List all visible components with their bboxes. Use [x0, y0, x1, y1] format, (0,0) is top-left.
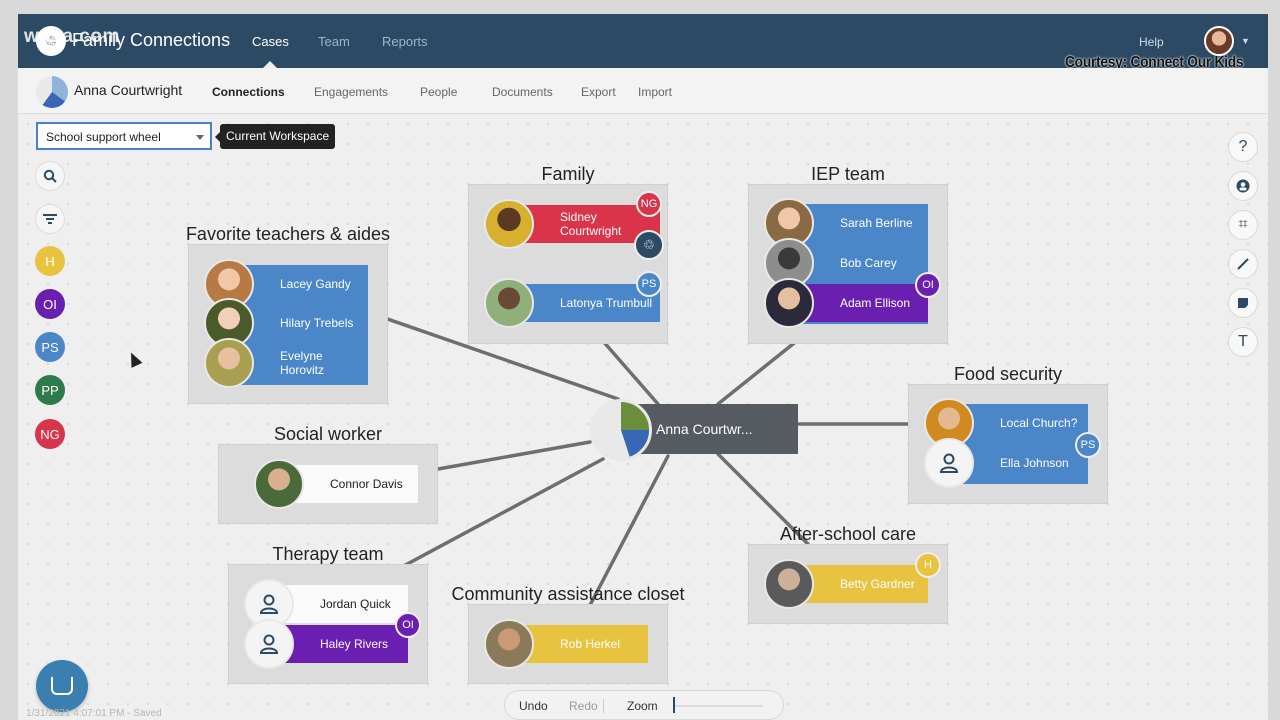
nav-cases[interactable]: Cases — [252, 34, 289, 49]
tag-badge-oi: OI — [915, 272, 941, 298]
zoom-slider[interactable] — [673, 705, 763, 707]
redo-button[interactable]: Redo — [569, 699, 598, 713]
chat-icon — [51, 677, 73, 695]
tag-badge-oi: OI — [395, 612, 421, 638]
tag-filter-pp[interactable]: PP — [35, 375, 65, 405]
person-name: Adam Ellison — [840, 296, 911, 310]
chevron-down-icon[interactable]: ▼ — [1241, 36, 1250, 46]
tag-badge-h: H — [915, 552, 941, 578]
group-title-after-school-care: After-school care — [779, 524, 917, 544]
note-icon[interactable] — [1228, 288, 1258, 318]
case-person-name: Anna Courtwright — [74, 82, 183, 98]
tag-badge-ng: NG — [636, 191, 662, 217]
nav-team[interactable]: Team — [318, 34, 350, 49]
text-icon[interactable]: T — [1228, 327, 1258, 357]
center-person-node[interactable]: Anna Courtwr... — [638, 404, 798, 454]
person-name: Jordan Quick — [320, 597, 391, 611]
help-link[interactable]: Help — [1139, 35, 1164, 49]
group-title-favorite-teachers: Favorite teachers & aides — [185, 224, 391, 244]
person-name: Betty Gardner — [840, 577, 915, 591]
tab-import[interactable]: Import — [638, 85, 673, 99]
tag-badge-ps: PS — [636, 271, 662, 297]
zoom-slider-handle[interactable] — [673, 697, 675, 713]
tab-people[interactable]: People — [420, 85, 458, 99]
person-name: Sidney Courtwright — [560, 210, 622, 238]
center-person-name: Anna Courtwr... — [656, 421, 753, 437]
avatar-placeholder-icon — [244, 619, 294, 669]
tag-filter-h[interactable]: H — [35, 246, 65, 276]
group-title-community-closet: Community assistance closet — [451, 584, 685, 604]
avatar-placeholder-icon — [924, 438, 974, 488]
tag-filter-oi[interactable]: OI — [35, 289, 65, 319]
courtesy-caption: Courtesy: Connect Our Kids — [1065, 54, 1244, 71]
chat-button[interactable] — [36, 660, 88, 712]
search-icon[interactable] — [35, 161, 65, 191]
avatar — [484, 619, 534, 669]
canvas-controls: Undo Redo Zoom — [504, 690, 784, 720]
group-title-family: Family — [541, 164, 595, 184]
case-subheader: Anna Courtwright Connections Engagements… — [18, 68, 1268, 114]
person-icon[interactable] — [1228, 171, 1258, 201]
person-name: Lacey Gandy — [280, 277, 351, 291]
avatar — [254, 459, 304, 509]
app-name[interactable]: Family Connections — [72, 30, 231, 50]
workspace-select-value: School support wheel — [46, 130, 161, 144]
person-card-rob[interactable]: Rob Herkel — [508, 625, 648, 663]
group-title-food-security: Food security — [953, 364, 1063, 384]
case-person-avatar — [36, 76, 68, 108]
person-name: Rob Herkel — [560, 637, 621, 651]
user-avatar[interactable] — [1204, 26, 1234, 56]
filter-icon[interactable] — [35, 204, 65, 234]
avatar — [484, 278, 534, 328]
person-card-evelyne[interactable]: Evelyne Horovitz — [228, 344, 368, 382]
save-status: 1/31/2021 4:07:01 PM - Saved — [26, 708, 162, 719]
person-name: Sarah Berline — [840, 216, 913, 230]
person-name: Haley Rivers — [320, 637, 389, 651]
person-name: Bob Carey — [840, 256, 897, 270]
nav-reports[interactable]: Reports — [382, 34, 428, 49]
workspace-select[interactable]: School support wheel — [36, 122, 212, 150]
undo-button[interactable]: Undo — [519, 699, 548, 713]
tag-badge-ps: PS — [1075, 432, 1101, 458]
avatar — [204, 338, 254, 388]
tab-documents[interactable]: Documents — [492, 85, 553, 99]
group-title-iep-team: IEP team — [811, 164, 885, 184]
person-name: Evelyne Horovitz — [280, 349, 325, 377]
avatar — [484, 199, 534, 249]
tab-connections[interactable]: Connections — [212, 85, 285, 99]
group-title-social-worker: Social worker — [273, 424, 383, 444]
group-title-therapy-team: Therapy team — [272, 544, 384, 564]
person-name: Ella Johnson — [1000, 456, 1069, 470]
top-navigation-bar: ♲ wusa.com Family Connections Cases Team… — [18, 14, 1268, 68]
tab-export[interactable]: Export — [581, 85, 616, 99]
app-window: ♲ wusa.com Family Connections Cases Team… — [18, 14, 1268, 720]
active-nav-indicator — [263, 61, 277, 68]
tag-filter-ps[interactable]: PS — [35, 332, 65, 362]
tab-engagements[interactable]: Engagements — [314, 85, 389, 99]
chevron-down-icon — [196, 135, 204, 140]
person-card-betty[interactable]: Betty Gardner — [788, 565, 928, 603]
person-name: Connor Davis — [330, 477, 403, 491]
focus-icon[interactable]: ⌗ — [1228, 210, 1258, 240]
person-name: Latonya Trumbull — [560, 296, 653, 310]
divider — [603, 699, 604, 713]
avatar — [764, 278, 814, 328]
line-icon[interactable] — [1228, 249, 1258, 279]
person-name: Local Church? — [1000, 416, 1078, 430]
family-connection-icon[interactable]: ♲ — [634, 230, 664, 260]
avatar — [764, 559, 814, 609]
person-name: Hilary Trebels — [280, 316, 354, 330]
workspace-tooltip: Current Workspace — [214, 124, 336, 149]
tag-filter-ng[interactable]: NG — [35, 419, 65, 449]
help-icon[interactable]: ? — [1228, 132, 1258, 162]
zoom-label: Zoom — [627, 699, 658, 713]
person-card-connor[interactable]: Connor Davis — [278, 465, 418, 503]
station-watermark: wusa.com — [24, 26, 120, 47]
center-person-avatar[interactable] — [590, 399, 652, 461]
app-logo-icon[interactable]: ♲ — [36, 26, 66, 56]
